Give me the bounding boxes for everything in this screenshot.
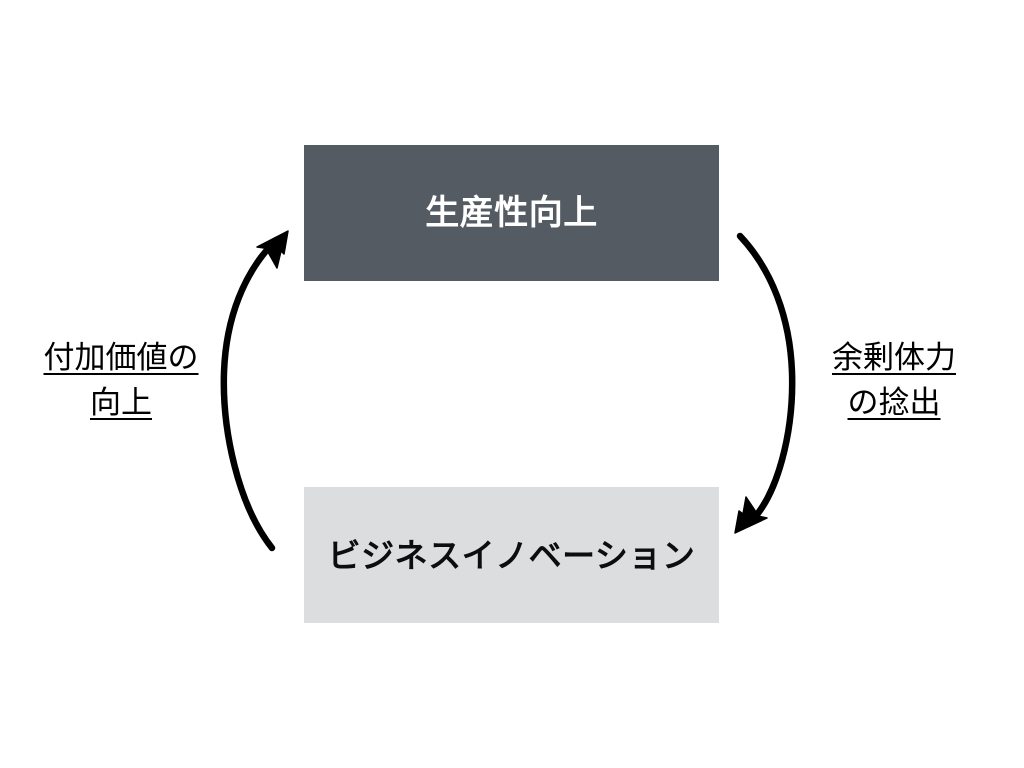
edge-label-right: 余剰体力 の捻出 — [806, 336, 982, 426]
edge-label-left: 付加価値の 向上 — [18, 336, 224, 426]
arrow-left-upward — [220, 230, 289, 552]
node-business-innovation[interactable]: ビジネスイノベーション — [304, 487, 719, 623]
edge-label-left-line-1: 付加価値の — [43, 340, 199, 375]
node-productivity-label: 生産性向上 — [425, 194, 598, 232]
arrow-right-downward — [734, 232, 796, 534]
edge-label-right-line-1: 余剰体力 — [832, 340, 956, 375]
edge-label-right-line-2: の捻出 — [847, 384, 941, 420]
edge-label-left-line-2: 向上 — [90, 384, 152, 420]
node-business-innovation-label: ビジネスイノベーション — [327, 536, 696, 574]
node-productivity[interactable]: 生産性向上 — [304, 145, 719, 281]
